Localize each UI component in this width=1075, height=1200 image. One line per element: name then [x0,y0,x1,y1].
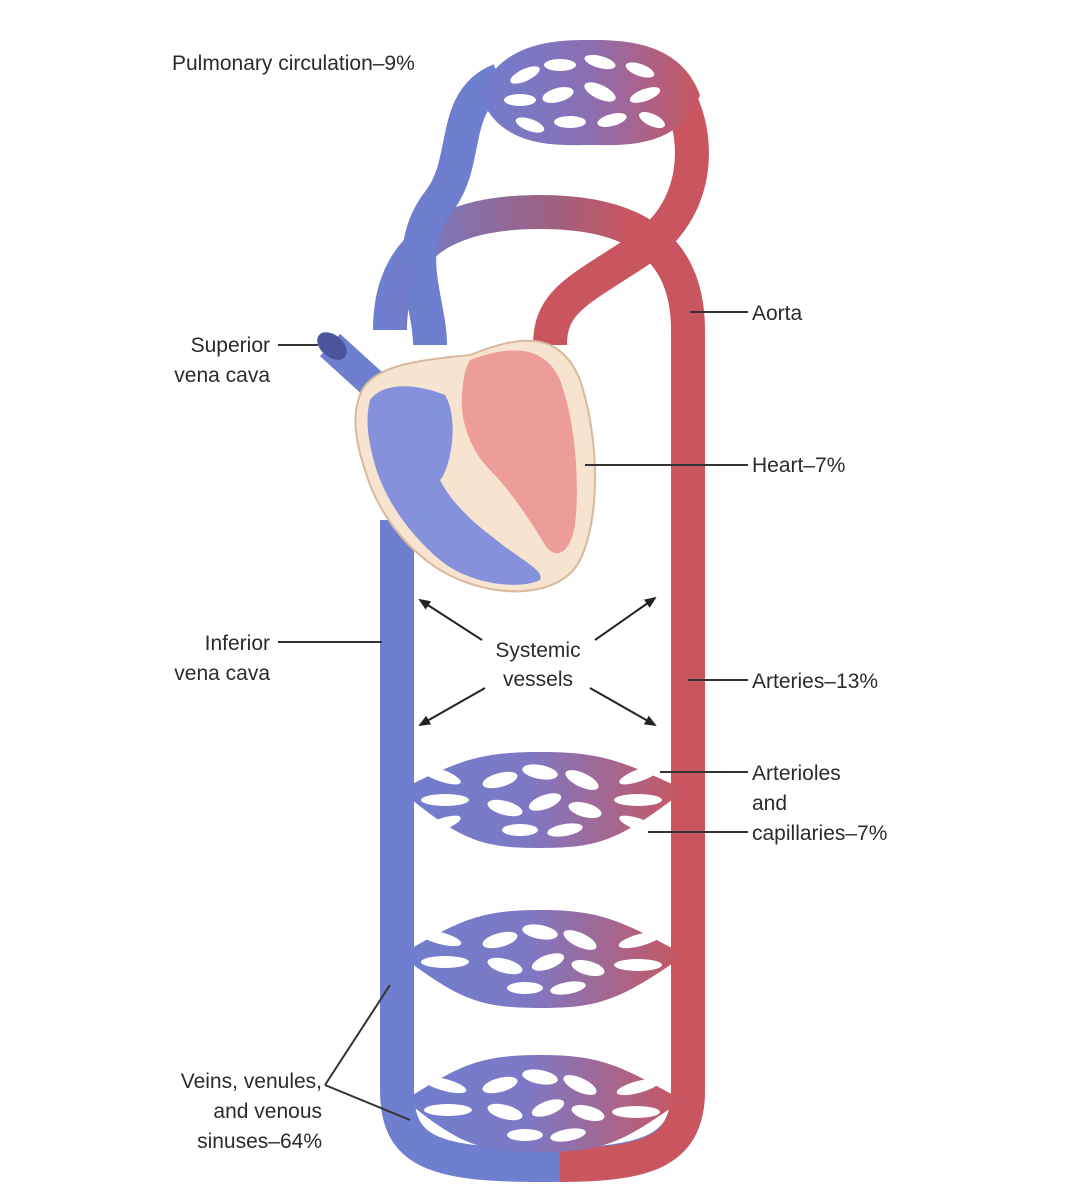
inferior-vena-cava-label-line1: Inferior [205,632,270,655]
veins-leader-upper [324,984,391,1086]
superior-vena-cava-label-line2: vena cava [174,364,270,387]
heart-label: Heart–7% [752,454,845,477]
systemic-vessels-label-line2: vessels [503,668,573,691]
aorta-label: Aorta [752,302,803,325]
pulmonary-artery-vessel [402,64,508,346]
systemic-arrow-upper-right [594,596,657,641]
veins-label-line2: and venous [213,1100,322,1123]
systemic-arrow-upper-left [418,598,483,641]
systemic-capillary-bed-1 [400,752,685,848]
arterioles-label-line2: and [752,792,787,815]
veins-label-line3: sinuses–64% [197,1130,322,1153]
pulmonary-label: Pulmonary circulation–9% [172,52,415,75]
arteries-label: Arteries–13% [752,670,878,693]
superior-vena-cava-label-line1: Superior [191,334,270,357]
heart [354,339,596,593]
inferior-vena-cava-label-line2: vena cava [174,662,270,685]
veins-leader-lower [324,1084,411,1121]
systemic-arrow-lower-left [418,687,486,726]
pulmonary-vein-vessel [533,92,709,346]
systemic-capillary-bed-3 [405,1055,682,1152]
pulmonary-capillary-bed [480,40,700,146]
systemic-capillary-bed-2 [400,910,685,1008]
veins-label-line1: Veins, venules, [181,1070,322,1093]
arterioles-label-line3: capillaries–7% [752,822,887,845]
systemic-arrow-lower-right [589,687,657,726]
systemic-vessels-label-line1: Systemic [495,639,580,662]
arterioles-label-line1: Arterioles [752,762,841,785]
